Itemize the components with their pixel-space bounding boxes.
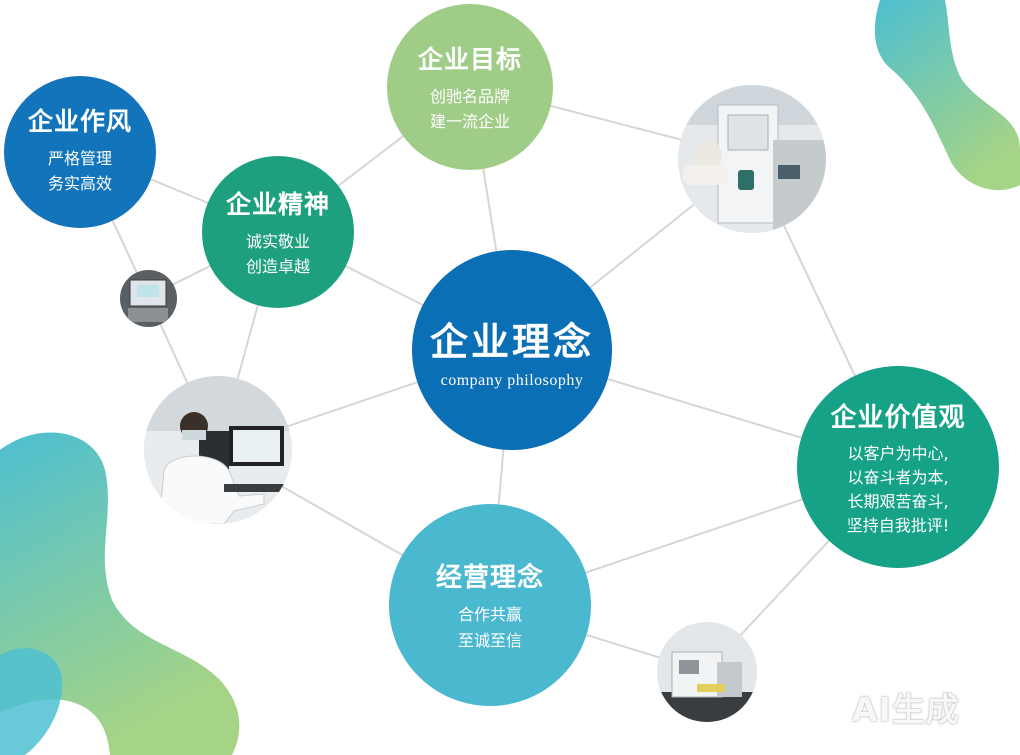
operation-line-1: 合作共赢 xyxy=(457,604,522,624)
spirit-line-1: 诚实敬业 xyxy=(245,232,310,251)
operation-circle: 经营理念 合作共赢 至诚至信 xyxy=(389,504,591,706)
decorative-blob-bottom-left-small xyxy=(0,648,63,755)
center-title: 企业理念 xyxy=(429,319,594,364)
decorative-blob-top-right xyxy=(874,0,1020,191)
goal-line-2: 建一流企业 xyxy=(429,112,510,131)
lab-monitor-photo xyxy=(120,270,177,327)
center-subtitle: company philosophy xyxy=(440,371,584,389)
lab-technician-photo xyxy=(144,376,292,524)
operation-title: 经营理念 xyxy=(435,562,544,593)
spirit-line-2: 创造卓越 xyxy=(245,257,310,276)
values-circle: 企业价值观 以客户为中心, 以奋斗者为本, 长期艰苦奋斗, 坚持自我批评! xyxy=(797,366,999,568)
style-circle: 企业作风 严格管理 务实高效 xyxy=(4,76,156,228)
values-line-1: 以客户为中心, xyxy=(847,443,949,463)
lab-analyzer-photo xyxy=(657,622,757,722)
values-line-3: 长期艰苦奋斗, xyxy=(847,491,949,511)
style-title: 企业作风 xyxy=(27,107,132,136)
style-line-2: 务实高效 xyxy=(47,174,112,193)
goal-line-1: 创驰名品牌 xyxy=(429,87,510,106)
operation-line-2: 至诚至信 xyxy=(457,630,522,650)
values-line-4: 坚持自我批评! xyxy=(846,515,950,535)
goal-title: 企业目标 xyxy=(417,45,522,74)
style-line-1: 严格管理 xyxy=(47,149,112,168)
spirit-title: 企业精神 xyxy=(225,190,330,219)
spirit-circle: 企业精神 诚实敬业 创造卓越 xyxy=(202,156,354,308)
goal-circle: 企业目标 创驰名品牌 建一流企业 xyxy=(387,4,553,170)
ai-generated-watermark: AI生成 xyxy=(852,690,960,729)
values-line-2: 以奋斗者为本, xyxy=(847,467,949,487)
lab-instrument-photo xyxy=(678,85,826,233)
values-title: 企业价值观 xyxy=(830,402,966,433)
center-philosophy-circle: 企业理念 company philosophy xyxy=(412,250,612,450)
